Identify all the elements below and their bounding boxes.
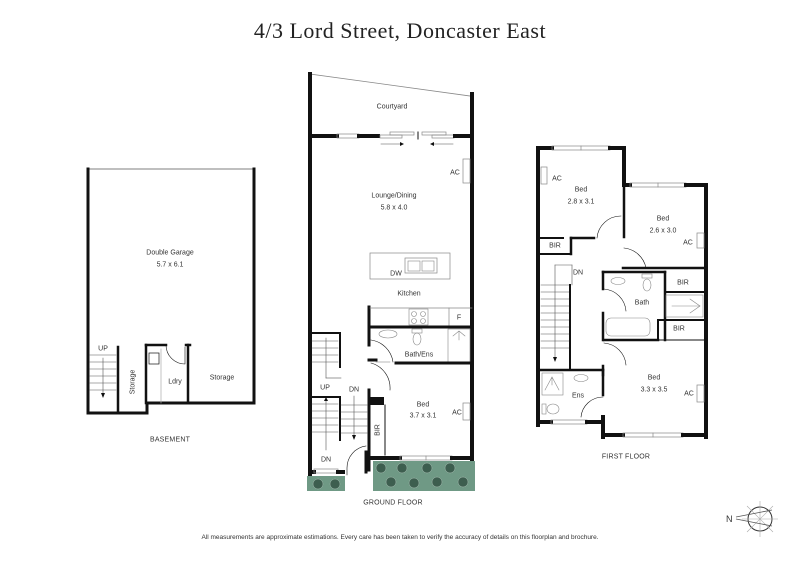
room-name-lounge-dining: Lounge/Dining [371, 192, 417, 200]
basement-plan [86, 167, 256, 415]
room-size-bed-ground: 3.7 x 3.1 [409, 412, 437, 420]
room-size-bed3: 3.3 x 3.5 [640, 386, 668, 394]
first-floor-plan [536, 145, 708, 439]
room-size-double-garage: 5.7 x 6.1 [156, 261, 184, 269]
room-name-bir3: BIR [673, 325, 685, 333]
stairs-dn-label-lower: DN [320, 456, 332, 464]
room-name-bir1: BIR [549, 242, 561, 250]
room-name-laundry: Ldry [168, 378, 182, 386]
disclaimer-text: All measurements are approximate estimat… [201, 534, 599, 541]
ac-label-bed3: AC [684, 390, 694, 398]
floor-label-ground: GROUND FLOOR [363, 499, 423, 507]
ac-label-bed1: AC [552, 175, 562, 183]
floor-label-first: FIRST FLOOR [601, 453, 651, 461]
fridge-label: F [456, 314, 462, 322]
page-title: 4/3 Lord Street, Doncaster East [253, 18, 547, 43]
room-name-double-garage: Double Garage [146, 249, 194, 257]
room-name-bed3: Bed [647, 374, 661, 382]
compass-icon [735, 501, 778, 537]
room-size-lounge-dining: 5.8 x 4.0 [380, 204, 408, 212]
room-name-bath: Bath [634, 299, 650, 307]
room-name-bath-ens: Bath/Ens [404, 351, 434, 359]
room-name-ens: Ens [571, 392, 585, 400]
ground-floor-plan [308, 72, 474, 477]
room-name-storage-right: Storage [209, 374, 235, 382]
garden-beds [307, 461, 475, 491]
stairs-up-label-ground: UP [320, 384, 330, 392]
room-name-bed1: Bed [574, 186, 588, 194]
room-name-storage-left: Storage [129, 369, 137, 395]
stairs-dn-label-first: DN [572, 269, 584, 277]
stairs-up-label: UP [98, 345, 108, 353]
room-name-bir-ground: BIR [374, 424, 382, 436]
floor-label-basement: BASEMENT [149, 436, 191, 444]
room-name-bir2: BIR [677, 279, 689, 287]
room-name-courtyard: Courtyard [376, 103, 408, 111]
ac-label-lounge: AC [450, 169, 460, 177]
dishwasher-label: DW [390, 270, 402, 278]
room-name-kitchen: Kitchen [397, 290, 421, 298]
ac-label-bed2: AC [683, 239, 693, 247]
room-size-bed2: 2.6 x 3.0 [649, 227, 677, 235]
room-name-bed-ground: Bed [416, 401, 430, 409]
room-size-bed1: 2.8 x 3.1 [567, 198, 595, 206]
room-name-bed2: Bed [656, 215, 670, 223]
ac-label-bed-ground: AC [452, 409, 462, 417]
compass-north-label: N [726, 514, 733, 524]
stairs-dn-label-ground: DN [348, 386, 360, 394]
